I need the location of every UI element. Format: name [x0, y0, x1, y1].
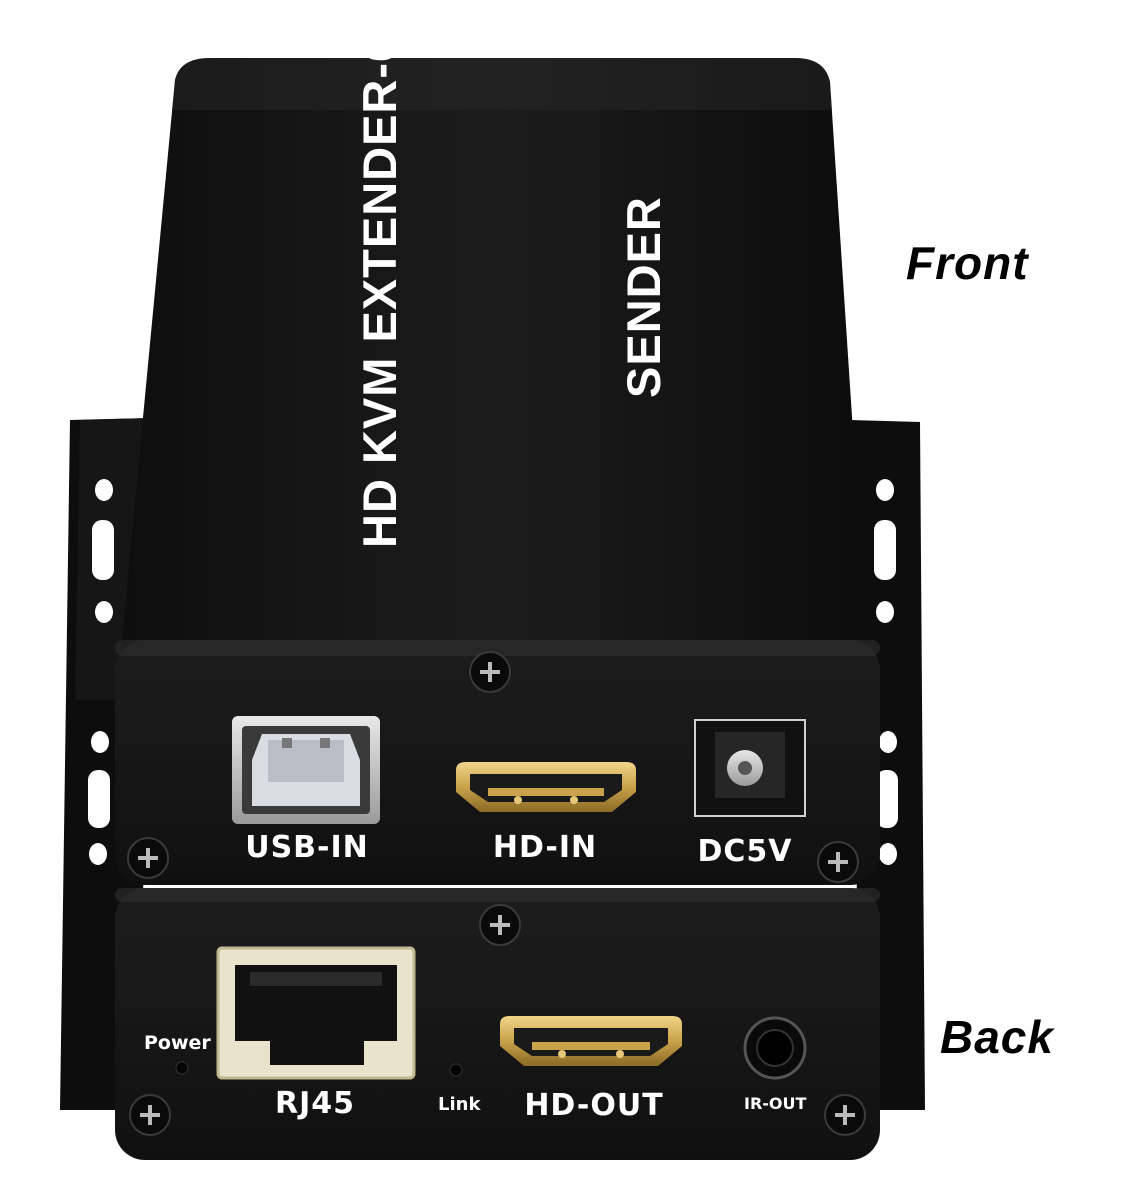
back-view-label: Back — [940, 1011, 1054, 1063]
rj45-port — [216, 946, 416, 1080]
link-led — [449, 1063, 463, 1077]
hd-in-label: HD-IN — [492, 830, 598, 865]
model-text: HD KVM EXTENDER-60M — [353, 0, 406, 548]
ir-out-jack — [743, 1016, 807, 1080]
dc-power-jack — [694, 719, 806, 817]
link-indicator-label: Link — [438, 1094, 481, 1115]
hdmi-out-port — [500, 1016, 682, 1066]
unit-type-text: SENDER — [617, 196, 670, 398]
power-led — [175, 1061, 189, 1075]
usb-in-label: USB-IN — [245, 830, 369, 865]
usb-b-port — [232, 716, 380, 824]
rj45-label: RJ45 — [274, 1086, 355, 1121]
ir-out-label: IR-OUT — [744, 1094, 807, 1113]
hdmi-in-port — [456, 762, 636, 812]
hd-out-label: HD-OUT — [524, 1088, 664, 1123]
dc5v-label: DC5V — [697, 834, 793, 869]
front-view-label: Front — [906, 237, 1029, 289]
power-indicator-label: Power — [144, 1032, 211, 1054]
case-top — [120, 58, 868, 660]
screw-icon — [127, 651, 866, 1136]
